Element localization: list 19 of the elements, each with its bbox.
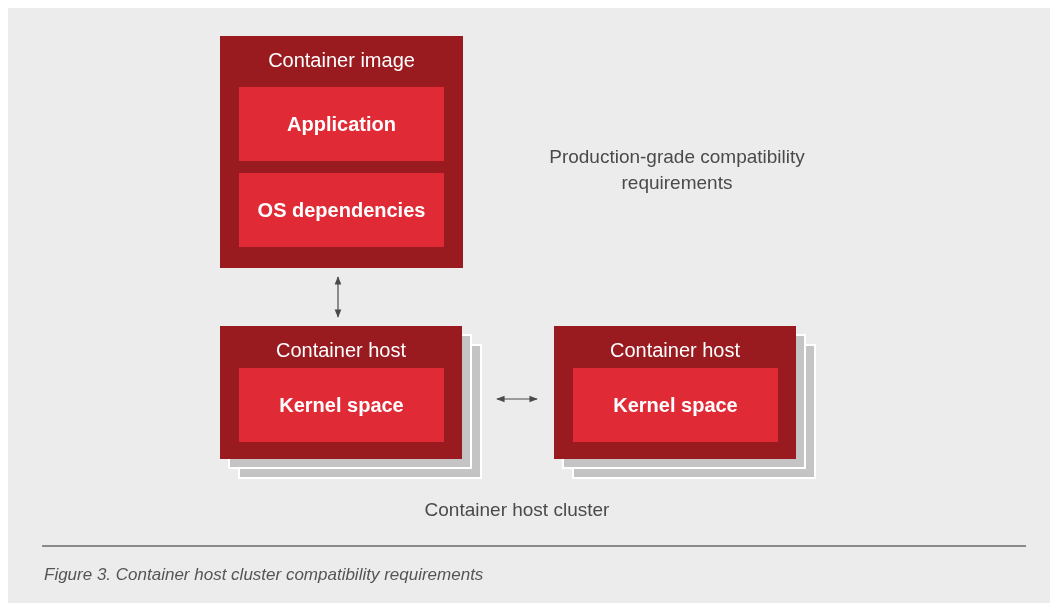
box-label: OS dependencies [257, 198, 426, 222]
inner-box [239, 87, 444, 161]
diagram-label: Production-grade compatibility requirements [548, 145, 806, 195]
double-arrow [496, 395, 538, 403]
box-label: Kernel space [279, 393, 404, 417]
container-box [220, 36, 463, 268]
container-box [220, 326, 462, 459]
diagram-label: Container host cluster [423, 498, 611, 522]
box-title: Container image [268, 48, 415, 72]
box-label: Kernel space [613, 393, 738, 417]
container-box [554, 326, 796, 459]
box-title: Container host [609, 338, 741, 362]
inner-box [573, 368, 778, 442]
box-label: Application [287, 112, 396, 136]
inner-box [239, 173, 444, 247]
double-arrow [334, 276, 342, 318]
figure-caption: Figure 3. Container host cluster compatibility requirements [44, 564, 484, 586]
inner-box [239, 368, 444, 442]
box-title: Container host [275, 338, 407, 362]
